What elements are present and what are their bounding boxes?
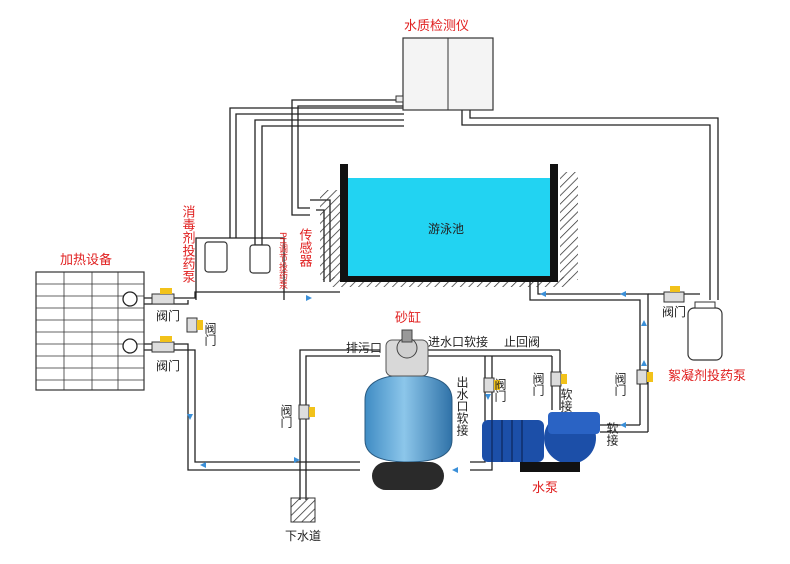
dosing-pumps: 消毒剂投药泵 PH调节投药泵 传感器 [180, 205, 313, 289]
pump-label: 水泵 [532, 481, 558, 496]
pump: 水泵 [482, 412, 600, 496]
flocculant-pump-label: 絮凝剂投药泵 [668, 368, 746, 384]
valve-right[interactable] [636, 369, 653, 385]
valve-pump-in[interactable] [550, 371, 567, 387]
valve-label-bypass: 阀门 [203, 322, 217, 346]
valve-label-heater-bottom: 阀门 [156, 358, 180, 373]
water-quality-monitor-label: 水质检测仪 [404, 19, 469, 34]
valve-label-pump: 阀门 [531, 372, 545, 396]
flocculant-pump: 絮凝剂投药泵 [668, 301, 746, 384]
valve-label-right: 阀门 [613, 372, 627, 396]
sand-filter: 砂缸 [364, 310, 453, 490]
soft-joint-label-right: 软接 [605, 422, 619, 446]
sensor-label: 传感器 [297, 228, 313, 268]
sewer-label: 下水道 [285, 529, 321, 543]
valve-flocculant[interactable] [663, 286, 685, 303]
disinfectant-pump-label: 消毒剂投药泵 [180, 205, 196, 283]
drain-outlet-label: 排污口 [346, 341, 382, 355]
inlet-soft-joint-label: 进水口软接 [428, 334, 488, 349]
valve-drain[interactable] [298, 404, 315, 420]
ph-pump-label: PH调节投药泵 [277, 232, 288, 289]
pool-label: 游泳池 [428, 222, 464, 236]
heater: 加热设备 [35, 252, 145, 391]
valve-heater-out[interactable] [151, 288, 175, 305]
valve-label-heater-top: 阀门 [156, 308, 180, 323]
labels: 排污口 进水口软接 止回阀 出水口软接 软接 软接 阀门 阀门 阀门 阀门 阀门… [156, 304, 686, 446]
valves [151, 286, 685, 420]
valve-heater-in[interactable] [151, 336, 175, 353]
heater-label: 加热设备 [60, 252, 112, 268]
sewer: 下水道 [285, 497, 321, 543]
valve-label-drain: 阀门 [279, 404, 293, 428]
pool: 游泳池 [320, 164, 578, 287]
soft-joint-label-pump: 软接 [559, 388, 573, 412]
sand-filter-label: 砂缸 [395, 310, 421, 326]
water-quality-monitor: 水质检测仪 [395, 19, 494, 111]
valve-label-outlet: 阀门 [493, 378, 507, 402]
valve-bypass[interactable] [186, 317, 203, 333]
valve-label-flocculant: 阀门 [662, 304, 686, 319]
check-valve-label: 止回阀 [504, 335, 540, 349]
valve-outlet[interactable] [483, 377, 500, 393]
outlet-soft-joint-label: 出水口软接 [455, 376, 469, 436]
